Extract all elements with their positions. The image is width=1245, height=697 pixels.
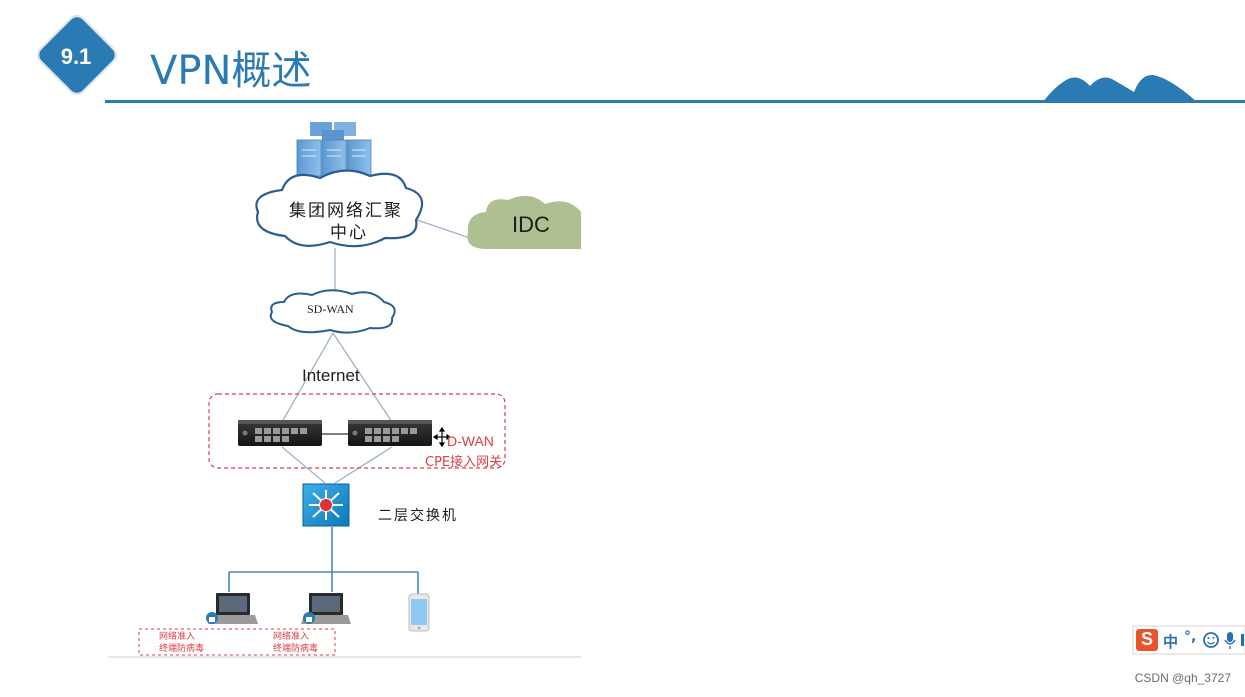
cpe-device-1-icon (238, 420, 322, 446)
laptop-2-icon (301, 593, 351, 624)
ime-more-icon[interactable] (1241, 634, 1244, 646)
section-badge (36, 14, 118, 96)
endpoint-security-group (138, 628, 336, 656)
hq-network-cloud (255, 169, 424, 248)
sdwan-cloud (269, 289, 396, 334)
emoji-icon[interactable] (1203, 632, 1219, 648)
access-links (228, 527, 419, 594)
endpoint-label-1-line2: 终端防病毒 (159, 644, 205, 654)
idc-label: IDC (512, 212, 550, 237)
ime-mode-toggle[interactable]: 中 (1163, 633, 1179, 651)
section-number: 9.1 (60, 44, 92, 69)
ime-toolbar[interactable] (1132, 625, 1245, 655)
watermark-text: CSDN @qh_3727 (1134, 671, 1231, 685)
cpe-label-line1: D-WAN (447, 433, 494, 449)
cpe-label-line2: CPE接入网关 (425, 455, 503, 470)
ime-logo-letter: S (1141, 629, 1154, 649)
page-title: VPN概述 (150, 48, 312, 94)
microphone-icon[interactable] (1224, 632, 1236, 649)
internet-label: Internet (302, 366, 360, 385)
switch-label: 二层交换机 (378, 508, 458, 524)
header-wave-decoration (1043, 74, 1197, 102)
laptop-1-icon (206, 593, 258, 624)
layer2-switch-icon (302, 483, 350, 527)
sdwan-cloud-label: SD-WAN (307, 302, 354, 316)
cpe-device-2-icon (348, 420, 432, 446)
mouse-cursor-icon (432, 426, 452, 448)
ime-punct-toggle[interactable]: °, (1184, 629, 1197, 645)
cpe-gateway-group (208, 393, 506, 469)
header-divider (105, 100, 1245, 103)
mobile-phone-icon (408, 593, 430, 632)
endpoint-label-1-line1: 网络准入 (159, 632, 196, 642)
link-lines (281, 217, 471, 484)
hq-cloud-label-line2: 中心 (330, 223, 368, 243)
hq-cloud-label-line1: 集团网络汇聚 (289, 201, 403, 221)
ime-logo-icon (1136, 629, 1158, 651)
endpoint-label-2-line2: 终端防病毒 (273, 644, 319, 654)
idc-cloud (467, 195, 581, 249)
endpoint-label-2-line1: 网络准入 (273, 632, 310, 642)
